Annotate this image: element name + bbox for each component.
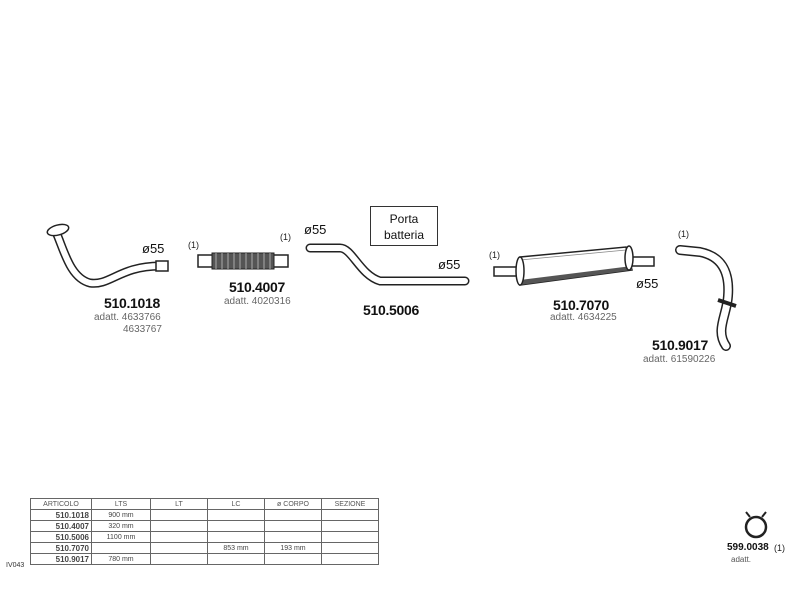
cell-lc [207, 509, 265, 521]
cell-lc [207, 531, 265, 543]
cell-articolo: 510.9017 [30, 553, 92, 565]
part-510-4007-note-right: (1) [280, 232, 291, 242]
porta-line1: Porta [389, 212, 419, 226]
cell-sezione [321, 553, 379, 565]
cell-lts: 900 mm [91, 509, 151, 521]
part-599-0038-note: (1) [774, 543, 785, 553]
table-row: 510.9017 780 mm [30, 553, 379, 565]
part-510-5006-diameter-left: ø55 [304, 222, 327, 237]
cell-lt [150, 520, 208, 532]
cell-articolo: 510.1018 [30, 509, 92, 521]
cell-lt [150, 553, 208, 565]
cell-lts: 1100 mm [91, 531, 151, 543]
part-599-0038-drawing [744, 511, 768, 539]
part-510-9017-adapt: adatt. 61590226 [643, 354, 716, 365]
table-row: 510.1018 900 mm [30, 509, 379, 521]
table-row: 510.7070 853 mm 193 mm [30, 542, 379, 554]
part-510-7070-note: (1) [489, 250, 500, 260]
cell-corpo [264, 520, 322, 532]
part-510-1018-diameter: ø55 [142, 241, 165, 256]
cell-sezione [321, 520, 379, 532]
porta-line2: batteria [383, 228, 425, 242]
cell-articolo: 510.7070 [30, 542, 92, 554]
cell-sezione [321, 542, 379, 554]
part-510-1018-drawing [46, 223, 169, 288]
part-510-7070-code[interactable]: 510.7070 [553, 297, 609, 313]
col-articolo: ARTICOLO [30, 498, 92, 510]
porta-batteria-box: Porta batteria [370, 206, 438, 246]
col-sezione: SEZIONE [321, 498, 379, 510]
cell-articolo: 510.5006 [30, 531, 92, 543]
part-599-0038-adapt: adatt. [731, 555, 752, 564]
part-510-4007-adapt: adatt. 4020316 [224, 296, 291, 307]
cell-lts: 320 mm [91, 520, 151, 532]
part-510-7070-diameter: ø55 [636, 276, 659, 291]
part-510-5006-drawing [305, 243, 470, 286]
part-510-7070-drawing [493, 245, 655, 286]
part-510-4007-note-left: (1) [188, 240, 199, 250]
reference-code: IV043 [6, 562, 25, 569]
cell-lc: 853 mm [207, 542, 265, 554]
cell-lts [91, 542, 151, 554]
part-510-7070-adapt: adatt. 4634225 [550, 312, 617, 323]
col-corpo: ø CORPO [264, 498, 322, 510]
cell-corpo [264, 509, 322, 521]
part-510-4007-drawing [197, 252, 289, 270]
part-510-1018-adapt: adatt. 4633766 [94, 312, 161, 323]
part-510-9017-note: (1) [678, 229, 689, 239]
part-510-9017-drawing [675, 245, 737, 351]
part-510-5006-code[interactable]: 510.5006 [363, 302, 419, 318]
part-599-0038-code[interactable]: 599.0038 [727, 542, 769, 553]
table-row: 510.4007 320 mm [30, 520, 379, 532]
cell-sezione [321, 509, 379, 521]
col-lt: LT [150, 498, 208, 510]
cell-lt [150, 509, 208, 521]
cell-sezione [321, 531, 379, 543]
cell-corpo [264, 553, 322, 565]
part-510-4007-code[interactable]: 510.4007 [229, 279, 285, 295]
part-510-9017-code[interactable]: 510.9017 [652, 337, 708, 353]
part-510-5006-diameter-right: ø55 [438, 257, 461, 272]
cell-corpo: 193 mm [264, 542, 322, 554]
cell-corpo [264, 531, 322, 543]
cell-lt [150, 531, 208, 543]
spec-table: ARTICOLO LTS LT LC ø CORPO SEZIONE 510.1… [30, 498, 379, 565]
cell-lc [207, 553, 265, 565]
col-lts: LTS [91, 498, 151, 510]
cell-lts: 780 mm [91, 553, 151, 565]
col-lc: LC [207, 498, 265, 510]
part-510-1018-adapt2: 4633767 [123, 324, 162, 335]
part-510-1018-code[interactable]: 510.1018 [104, 295, 160, 311]
cell-lc [207, 520, 265, 532]
cell-articolo: 510.4007 [30, 520, 92, 532]
table-row: 510.5006 1100 mm [30, 531, 379, 543]
spec-table-header: ARTICOLO LTS LT LC ø CORPO SEZIONE [30, 498, 379, 510]
cell-lt [150, 542, 208, 554]
